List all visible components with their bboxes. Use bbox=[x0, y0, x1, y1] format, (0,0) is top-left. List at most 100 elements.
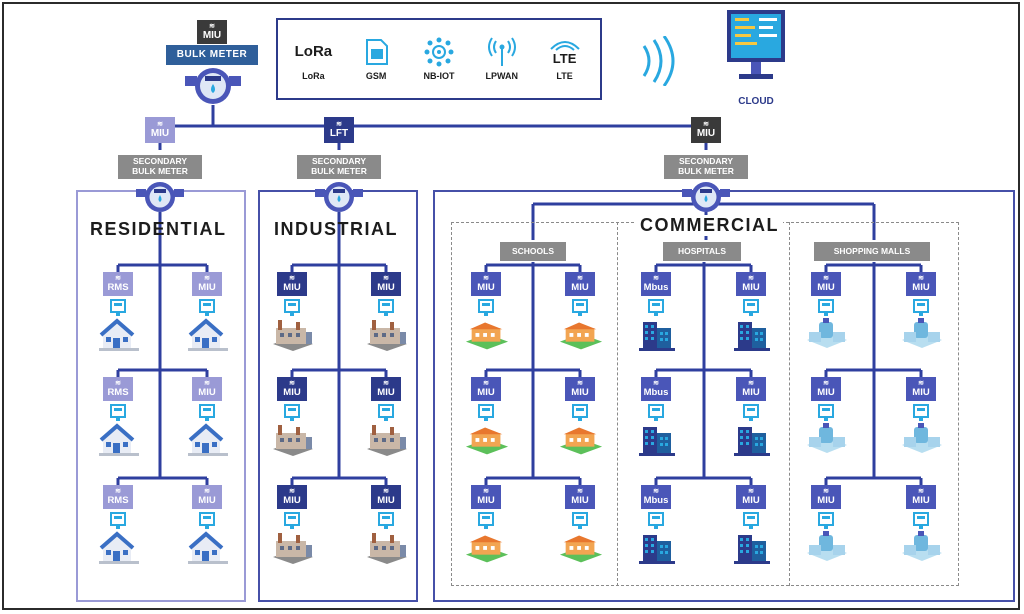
device-miu-badge: ≋MIU bbox=[277, 272, 307, 296]
device-badge-text: RMS bbox=[107, 281, 129, 293]
schools-label: SCHOOLS bbox=[500, 242, 566, 261]
device-meter-icon bbox=[110, 512, 126, 530]
wifi-icon: ≋ bbox=[653, 487, 659, 495]
commercial-subgroups-box bbox=[451, 222, 959, 586]
lte-wifi-icon bbox=[549, 41, 580, 51]
device-badge-text: RMS bbox=[107, 494, 129, 506]
bulk-meter-label: BULK METER bbox=[166, 45, 258, 65]
commercial-divider-1 bbox=[617, 222, 618, 586]
wifi-icon: ≋ bbox=[289, 379, 295, 387]
device-meter-icon bbox=[199, 512, 215, 530]
secondary-label-line2: BULK METER bbox=[132, 166, 188, 176]
secondary-label-line2: BULK METER bbox=[678, 166, 734, 176]
device-badge-text: MIU bbox=[283, 281, 301, 293]
device-meter-icon bbox=[110, 299, 126, 317]
device-miu-badge: ≋MIU bbox=[371, 377, 401, 401]
device-meter-icon bbox=[199, 404, 215, 422]
wifi-icon: ≋ bbox=[383, 379, 389, 387]
bulk-miu-label: MIU bbox=[202, 29, 222, 41]
house-building-icon bbox=[185, 531, 231, 565]
device-badge-text: MIU bbox=[742, 494, 760, 506]
device-miu-badge: ≋RMS bbox=[103, 485, 133, 509]
device-meter-icon bbox=[478, 299, 494, 317]
house-building-icon bbox=[96, 423, 142, 457]
device-miu-badge: ≋MIU bbox=[565, 485, 595, 509]
mall-building-icon bbox=[899, 531, 945, 565]
device-meter-icon bbox=[572, 404, 588, 422]
industrial-title: INDUSTRIAL bbox=[274, 219, 398, 239]
device-meter-icon bbox=[913, 404, 929, 422]
secondary-meter-icon bbox=[136, 180, 184, 214]
wifi-icon: ≋ bbox=[577, 379, 583, 387]
wifi-icon: ≋ bbox=[383, 487, 389, 495]
wifi-icon: ≋ bbox=[653, 274, 659, 282]
device-meter-icon bbox=[110, 404, 126, 422]
device-badge-text: Mbus bbox=[643, 386, 669, 398]
device-meter-icon bbox=[648, 404, 664, 422]
device-badge-text: MIU bbox=[477, 494, 495, 506]
wifi-icon: ≋ bbox=[115, 379, 121, 387]
lpwan-antenna-icon bbox=[487, 37, 516, 66]
house-building-icon bbox=[185, 318, 231, 352]
wifi-icon: ≋ bbox=[204, 274, 210, 282]
shopping-malls-label: SHOPPING MALLS bbox=[814, 242, 930, 261]
device-miu-badge: ≋MIU bbox=[565, 377, 595, 401]
hospital-building-icon bbox=[634, 531, 680, 565]
device-meter-icon bbox=[478, 512, 494, 530]
device-meter-icon bbox=[648, 299, 664, 317]
device-miu-badge: ≋MIU bbox=[811, 377, 841, 401]
device-miu-badge: ≋MIU bbox=[277, 485, 307, 509]
residential-title: RESIDENTIAL bbox=[90, 219, 227, 239]
nbiot-network-icon bbox=[424, 37, 454, 67]
device-meter-icon bbox=[743, 512, 759, 530]
device-badge-text: Mbus bbox=[643, 281, 669, 293]
device-meter-icon bbox=[378, 512, 394, 530]
hospitals-label: HOSPITALS bbox=[663, 242, 741, 261]
device-meter-icon bbox=[743, 299, 759, 317]
device-miu-badge: ≋MIU bbox=[906, 485, 936, 509]
device-miu-badge: ≋MIU bbox=[471, 272, 501, 296]
house-building-icon bbox=[96, 318, 142, 352]
secondary-label-line1: SECONDARY bbox=[133, 156, 187, 166]
mall-building-icon bbox=[804, 531, 850, 565]
lora-logo: LoRa bbox=[294, 43, 333, 60]
legend-label-nbiot: NB-IOT bbox=[423, 71, 455, 81]
device-badge-text: MIU bbox=[571, 281, 589, 293]
device-meter-icon bbox=[913, 512, 929, 530]
hospital-building-icon bbox=[729, 531, 775, 565]
school-building-icon bbox=[558, 423, 604, 457]
device-badge-text: MIU bbox=[198, 281, 216, 293]
wifi-icon: ≋ bbox=[577, 274, 583, 282]
device-miu-badge: ≋MIU bbox=[192, 377, 222, 401]
sim-card-icon bbox=[366, 39, 389, 65]
secondary-badge: ≋MIU bbox=[145, 117, 175, 143]
lte-logo: LTE bbox=[552, 51, 577, 66]
device-miu-badge: ≋MIU bbox=[906, 377, 936, 401]
device-meter-icon bbox=[572, 299, 588, 317]
hospital-building-icon bbox=[729, 423, 775, 457]
device-badge-text: MIU bbox=[198, 494, 216, 506]
hospital-building-icon bbox=[634, 423, 680, 457]
device-meter-icon bbox=[743, 404, 759, 422]
wifi-icon: ≋ bbox=[483, 379, 489, 387]
mall-building-icon bbox=[804, 318, 850, 352]
device-miu-badge: ≋MIU bbox=[371, 272, 401, 296]
legend-lpwan: LPWAN bbox=[471, 37, 533, 81]
wifi-icon: ≋ bbox=[115, 487, 121, 495]
device-meter-icon bbox=[199, 299, 215, 317]
wifi-icon: ≋ bbox=[748, 487, 754, 495]
school-building-icon bbox=[558, 318, 604, 352]
device-badge-text: MIU bbox=[198, 386, 216, 398]
device-badge-text: MIU bbox=[817, 386, 835, 398]
wifi-icon: ≋ bbox=[483, 487, 489, 495]
wifi-icon: ≋ bbox=[653, 379, 659, 387]
secondary-badge-text: LFT bbox=[329, 127, 349, 139]
mall-building-icon bbox=[899, 423, 945, 457]
device-miu-badge: ≋RMS bbox=[103, 377, 133, 401]
wifi-icon: ≋ bbox=[209, 22, 215, 30]
secondary-meter-icon bbox=[682, 180, 730, 214]
device-miu-badge: ≋MIU bbox=[906, 272, 936, 296]
legend-lora: LoRa LoRa bbox=[282, 37, 344, 81]
